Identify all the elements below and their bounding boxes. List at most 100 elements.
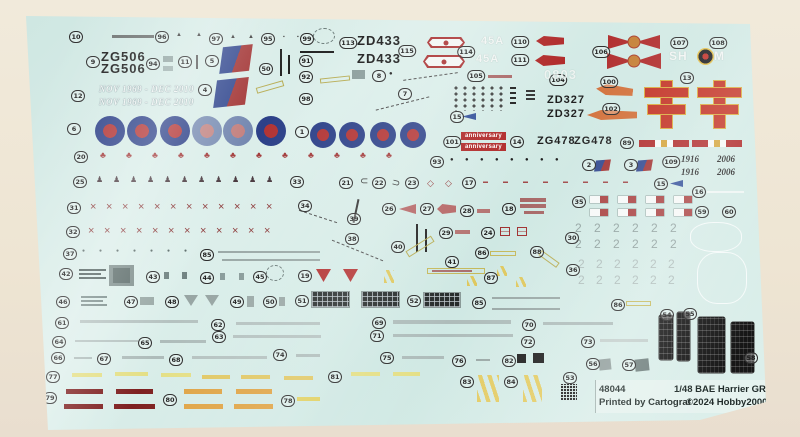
decal-number-16: 16 xyxy=(692,186,706,198)
box-decal xyxy=(80,320,198,323)
decal-number-58: 58 xyxy=(744,352,758,364)
box-decal xyxy=(247,296,254,307)
box-decal xyxy=(79,269,106,271)
serial-zg478-2: ZG478 xyxy=(574,135,613,147)
box-decal xyxy=(122,356,164,359)
decal-number-1: 1 xyxy=(295,126,309,138)
box-decal xyxy=(533,353,544,363)
decal-number-57: 57 xyxy=(622,359,636,371)
serial-zd433-1: ZD433 xyxy=(357,33,402,48)
kit-title: 1/48 BAE Harrier GR.9 xyxy=(674,384,774,395)
box-decal xyxy=(182,272,187,279)
hatch-decal xyxy=(497,266,507,276)
decal-number-23: 23 xyxy=(405,177,419,189)
box-decal xyxy=(72,373,102,377)
decal-number-18: 18 xyxy=(502,203,516,215)
decal-number-25: 25 xyxy=(73,176,87,188)
decal-number-38: 38 xyxy=(345,233,359,245)
roundel-decal xyxy=(160,116,190,146)
hatch2-decal xyxy=(523,375,542,402)
box-decal xyxy=(75,340,138,342)
cross-decal xyxy=(645,81,688,128)
decal-number-61: 61 xyxy=(55,317,69,329)
box-decal xyxy=(64,404,103,409)
decal-number-45: 45 xyxy=(253,271,267,283)
box-decal xyxy=(520,198,546,202)
serial-zg506-2: ZG506 xyxy=(101,61,146,76)
decal-number-92: 92 xyxy=(299,71,313,83)
pair-decal xyxy=(618,209,636,216)
copyright: ©2024 Hobby2000 xyxy=(686,397,768,408)
box-decal xyxy=(427,268,485,274)
serial-zd327-2: ZD327 xyxy=(547,108,586,120)
arc-decal xyxy=(403,72,458,81)
box-decal xyxy=(351,372,380,376)
box-decal xyxy=(524,211,544,214)
box-decal xyxy=(236,322,320,325)
box-decal xyxy=(241,375,270,379)
box-decal xyxy=(393,334,513,337)
decal-number-111: 111 xyxy=(511,54,529,66)
box-decal xyxy=(510,87,516,89)
box-decal xyxy=(296,354,320,357)
box-decal xyxy=(222,259,320,261)
decal-number-53: 53 xyxy=(563,372,577,384)
decal-number-82: 82 xyxy=(502,355,516,367)
decal-number-107: 107 xyxy=(670,37,688,49)
roundel-decal xyxy=(310,122,336,148)
decal-number-88: 88 xyxy=(530,246,544,258)
decal-number-81: 81 xyxy=(328,371,342,383)
serial-zd433-2: ZD433 xyxy=(357,51,402,66)
year-1916-2: 1916 xyxy=(681,167,699,177)
box-decal xyxy=(288,55,290,74)
box-decal xyxy=(116,389,153,394)
box-decal xyxy=(196,55,198,69)
pennant-decal xyxy=(608,35,660,49)
decal-number-21: 21 xyxy=(339,177,353,189)
box-decal xyxy=(233,335,321,338)
box-decal xyxy=(81,300,103,302)
box-decal xyxy=(477,209,490,213)
vshape-decal xyxy=(343,269,358,282)
box-decal xyxy=(455,230,470,234)
decal-number-84: 84 xyxy=(504,376,518,388)
pair-decal xyxy=(590,196,608,203)
box-decal xyxy=(81,296,107,298)
roundel-decal xyxy=(256,116,286,146)
box-decal xyxy=(405,235,435,258)
pennant-decal xyxy=(607,53,661,69)
grid-decal xyxy=(361,291,400,308)
decal-number-97: 97 xyxy=(209,33,223,45)
box-decal xyxy=(626,301,651,306)
decal-number-56: 56 xyxy=(586,358,600,370)
decal-number-49: 49 xyxy=(230,296,244,308)
decal-number-33: 33 xyxy=(290,176,304,188)
box-decal xyxy=(192,356,267,359)
box-decal xyxy=(114,404,155,409)
grid-decal xyxy=(423,292,461,308)
decal-number-110: 110 xyxy=(511,36,529,48)
decal-number-24: 24 xyxy=(481,227,495,239)
decal-number-47: 47 xyxy=(124,296,138,308)
box-decal xyxy=(393,372,420,376)
decal-number-101: 101 xyxy=(443,136,461,148)
rsq-decal xyxy=(517,227,527,236)
panel-decal xyxy=(677,312,690,361)
dotgrid-decal xyxy=(453,85,507,111)
box-decal xyxy=(184,404,223,409)
decal-number-50: 50 xyxy=(263,296,277,308)
decal-number-41: 41 xyxy=(445,256,459,268)
decal-number-52: 52 xyxy=(407,295,421,307)
box-decal xyxy=(520,204,546,208)
decal-number-95: 95 xyxy=(261,33,275,45)
box-decal xyxy=(526,90,535,92)
flag-decal xyxy=(213,77,249,108)
qr-decal xyxy=(561,384,577,400)
code-45a-1: 45A xyxy=(481,35,505,47)
decal-number-27: 27 xyxy=(420,203,434,215)
box-decal xyxy=(476,359,490,361)
decal-number-98: 98 xyxy=(299,93,313,105)
decal-number-113: 113 xyxy=(339,37,357,49)
decal-number-75: 75 xyxy=(380,352,394,364)
